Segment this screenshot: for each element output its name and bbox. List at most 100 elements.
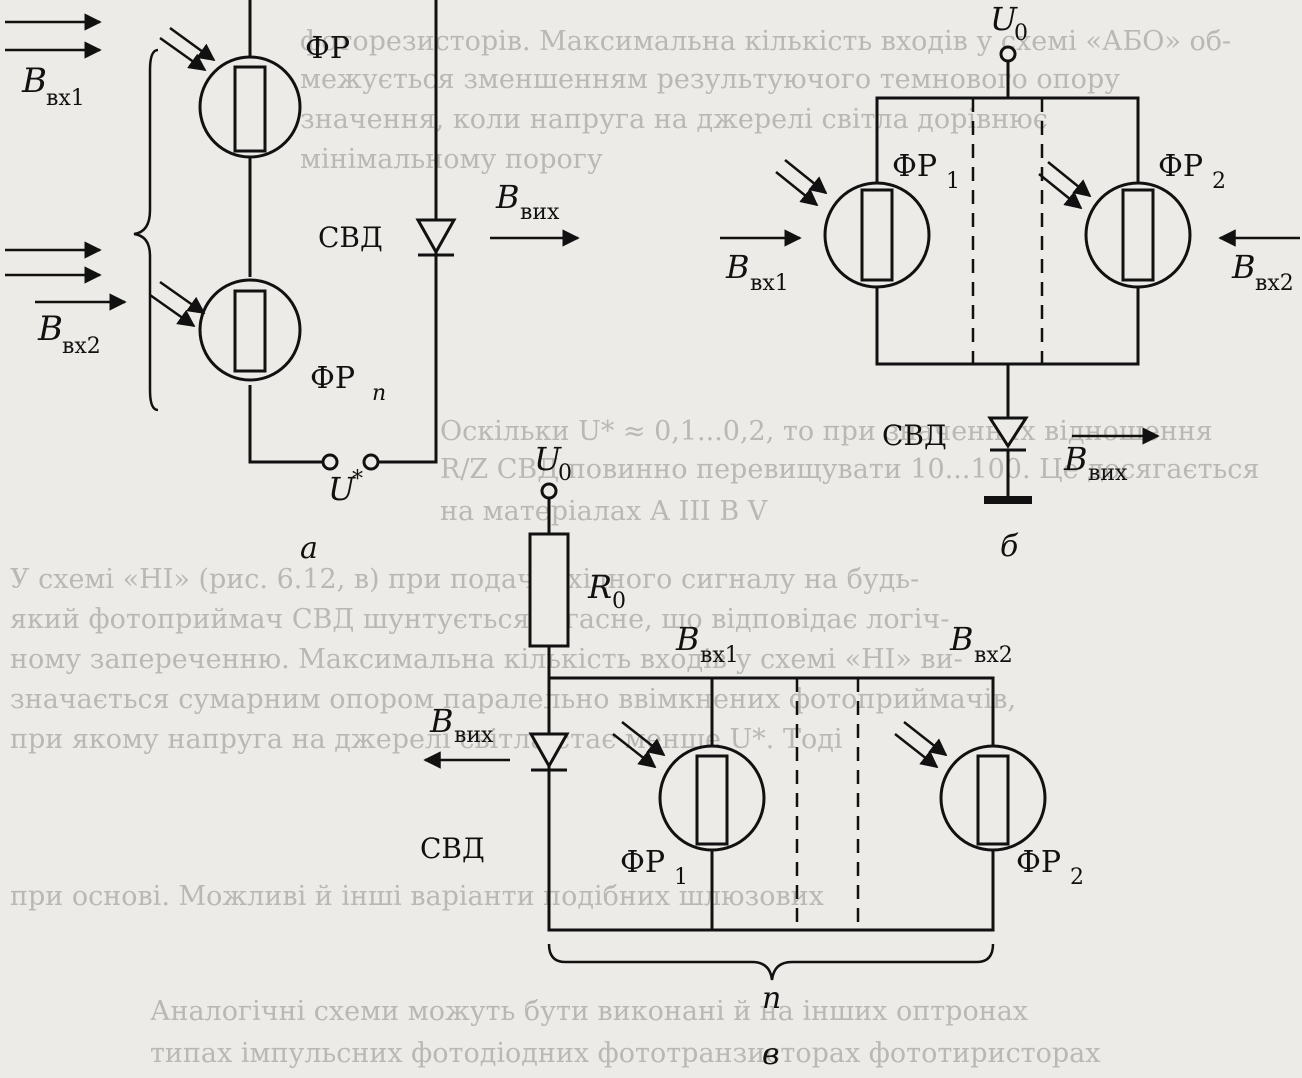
bg-line: R/Z СВД повинно перевищувати 10...100. Ц… bbox=[440, 454, 1259, 485]
input-label-sub: вх1 bbox=[46, 86, 85, 111]
input1-label: B bbox=[725, 248, 750, 286]
output-sub: вих bbox=[454, 723, 494, 748]
brace-label: n bbox=[762, 981, 781, 1016]
count-brace bbox=[547, 943, 995, 981]
resistor-body bbox=[233, 65, 267, 153]
input-label: B bbox=[37, 309, 63, 349]
fr2-label: ФР bbox=[1158, 149, 1203, 184]
resistor-body bbox=[233, 289, 267, 373]
led-label: СВД bbox=[882, 419, 947, 452]
light-arrow bbox=[612, 733, 657, 769]
network-frame bbox=[547, 676, 995, 932]
bg-line: межується зменшенням результуючого темно… bbox=[300, 64, 1120, 95]
background-text: фоторезисторів. Максимальна кількість вх… bbox=[10, 26, 1259, 1069]
diagram-b bbox=[720, 45, 1300, 504]
led-label: СВД bbox=[420, 832, 485, 865]
supply-label: U bbox=[534, 440, 562, 478]
fr2-label: ФР bbox=[1016, 845, 1061, 880]
light-arrow bbox=[894, 733, 939, 769]
fr1-label: ФР bbox=[892, 149, 937, 184]
output-sub: вих bbox=[1088, 461, 1128, 486]
light-arrow bbox=[903, 721, 948, 757]
fr2-sub: 2 bbox=[1212, 169, 1226, 194]
fr1-sub: 1 bbox=[946, 169, 960, 194]
resistor-body bbox=[695, 754, 729, 846]
light-arrow bbox=[621, 721, 666, 757]
diagram-c-labels: U 0 R 0 B вх1 B вх2 B вих СВД ФР 1 ФР 2 … bbox=[420, 440, 1084, 1072]
supply-sub: 0 bbox=[558, 461, 572, 486]
diagram-a-labels: B вх1 B вх2 ФР ФР n СВД B вих U * а bbox=[21, 31, 560, 566]
input2-sub: вх2 bbox=[1255, 271, 1294, 296]
output-label: B bbox=[429, 702, 454, 740]
output-label-sub: вих bbox=[520, 200, 560, 225]
fr1-sub: 1 bbox=[674, 865, 688, 890]
input1-sub: вх1 bbox=[700, 643, 739, 668]
voltage-sup: * bbox=[352, 467, 363, 492]
light-arrow bbox=[1038, 173, 1083, 210]
bg-line: ному запереченню. Максимальна кількість … bbox=[10, 644, 963, 675]
light-arrow bbox=[169, 26, 216, 62]
terminal bbox=[321, 453, 339, 471]
bg-line: на матеріалах А III B V bbox=[440, 496, 768, 527]
resistor-body bbox=[976, 754, 1010, 846]
caption-a: а bbox=[300, 531, 318, 566]
light-arrow bbox=[1047, 161, 1092, 198]
fr-bottom-sub: n bbox=[372, 381, 386, 406]
input-brace bbox=[133, 48, 159, 412]
resistor-body bbox=[860, 188, 894, 282]
led-label: СВД bbox=[318, 221, 383, 254]
bg-line: Оскільки U* ≈ 0,1...0,2, то при значення… bbox=[440, 416, 1213, 447]
bg-line: Аналогічні схеми можуть бути виконані й … bbox=[150, 996, 1028, 1027]
terminal bbox=[362, 453, 380, 471]
dashed-divider bbox=[795, 678, 860, 930]
fr-top-label: ФР bbox=[305, 31, 350, 66]
bg-line: У схемі «НІ» (рис. 6.12, в) при подачі в… bbox=[10, 564, 919, 595]
bg-line: мінімальному порогу bbox=[300, 144, 603, 175]
bg-line: значається сумарним опором паралельно вв… bbox=[10, 684, 1016, 715]
bg-line: значення, коли напруга на джерелі світла… bbox=[300, 104, 1048, 135]
caption-b: б bbox=[1000, 529, 1019, 564]
light-arrow bbox=[784, 159, 828, 195]
light-arrow bbox=[149, 293, 196, 328]
wire bbox=[378, 0, 438, 464]
supply-label: U bbox=[990, 0, 1018, 38]
input-label-sub: вх2 bbox=[62, 334, 101, 359]
wire bbox=[248, 385, 322, 464]
resistor-body bbox=[1121, 188, 1155, 282]
input2-sub: вх2 bbox=[974, 643, 1013, 668]
resistor-r0 bbox=[528, 532, 570, 648]
voltage-label: U bbox=[328, 470, 356, 508]
supply-terminal bbox=[999, 45, 1017, 63]
fr2-sub: 2 bbox=[1070, 865, 1084, 890]
fr-bottom-label: ФР bbox=[310, 361, 355, 396]
diagram-c bbox=[423, 482, 1047, 981]
bg-line: який фотоприймач СВД шунтується й гасне,… bbox=[10, 604, 949, 635]
led-triangle bbox=[415, 218, 457, 256]
led-triangle bbox=[528, 732, 570, 770]
led-triangle bbox=[987, 416, 1029, 449]
output-label: B bbox=[1063, 440, 1088, 478]
input-label: B bbox=[21, 61, 47, 101]
diagram-b-labels: U 0 ФР 1 ФР 2 B вх1 B вх2 СВД B вих б bbox=[725, 0, 1294, 564]
input2-label: B bbox=[949, 620, 974, 658]
input2-label: B bbox=[1231, 248, 1256, 286]
light-arrow bbox=[159, 280, 206, 315]
light-arrow bbox=[775, 171, 819, 207]
resistor-sub: 0 bbox=[612, 589, 626, 614]
bg-line: при основі. Можливі й інші варіанти поді… bbox=[10, 881, 824, 912]
output-label: B bbox=[495, 178, 520, 216]
bg-line: фоторезисторів. Максимальна кількість вх… bbox=[300, 26, 1231, 57]
fr1-label: ФР bbox=[620, 845, 665, 880]
diagram-a bbox=[5, 0, 580, 471]
input1-sub: вх1 bbox=[750, 271, 789, 296]
input1-label: B bbox=[675, 620, 700, 658]
resistor-label: R bbox=[587, 568, 612, 606]
caption-c: в bbox=[762, 1037, 779, 1072]
bg-line: типах імпульсних фотодіодних фототранзис… bbox=[150, 1038, 1100, 1069]
dashed-divider bbox=[971, 98, 1044, 364]
light-arrow bbox=[159, 36, 207, 72]
supply-terminal bbox=[540, 482, 558, 500]
supply-sub: 0 bbox=[1014, 21, 1028, 46]
